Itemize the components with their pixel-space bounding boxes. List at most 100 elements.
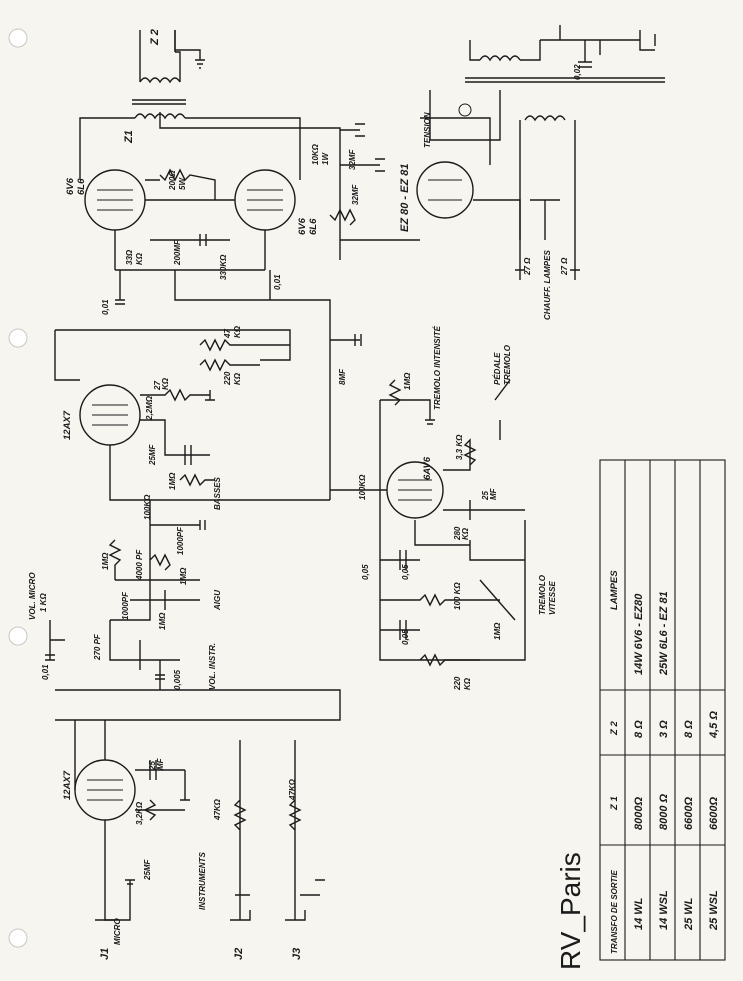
resistor-47k-j2-label: 47KΩ [213, 798, 222, 821]
table-cell: 8 Ω [683, 720, 695, 738]
cap-25mf-cath-label: 25 [148, 761, 157, 771]
resistor-280k-label: 280 [453, 526, 462, 541]
table-row: 25 WSL 6600Ω 4,5 Ω [708, 711, 720, 931]
cap-005-b-label: 0,05 [401, 564, 410, 580]
pot-1m-basses-value: 1MΩ [168, 472, 177, 490]
tube-pre-mid-label: 12AX7 [62, 410, 73, 440]
aigu-label: AIGU [213, 590, 222, 611]
tremolo-vitesse-label-2: VITESSE [548, 581, 557, 615]
binder-hole-lower [8, 626, 28, 646]
rectifier-tube-label: EZ 80 - EZ 81 [399, 164, 411, 232]
resistor-220k-osc-unit: KΩ [463, 677, 472, 690]
cap-1000pf-a-label: 1000PF [176, 526, 185, 555]
pot-1m-aigu-value: 1MΩ [179, 567, 188, 585]
cap-25mf-label: 25MF [148, 443, 157, 466]
pot-vitesse-value: 1MΩ [493, 622, 502, 640]
cap-25mf-bottom-label: 25MF [143, 858, 152, 881]
table-row: 14 WL 8000Ω 8 Ω 14W 6V6 - EZ80 [633, 593, 645, 930]
table-cell: 14W 6V6 - EZ80 [633, 593, 645, 675]
resistor-220k-osc-label: 220 [453, 676, 462, 691]
resistor-100k-osc-label: 100 KΩ [453, 582, 462, 610]
input-stage [45, 620, 341, 921]
resistor-1m-tone-label: 1MΩ [101, 552, 110, 570]
mains-transformer [465, 25, 665, 280]
table-cell: 25W 6L6 - EZ 81 [658, 591, 670, 676]
rectifier-section [416, 90, 521, 240]
table-cell: 4,5 Ω [708, 711, 720, 739]
resistor-27k-label: 27 [153, 381, 162, 391]
vol-micro-value: 1 KΩ [39, 593, 48, 612]
cap-coupling-label: 0,01 [41, 664, 50, 680]
table-cell: 8 Ω [633, 720, 645, 738]
tube-tremolo-label: 6AV6 [422, 456, 433, 480]
resistor-27k-unit: KΩ [161, 377, 170, 390]
driver-stage [54, 270, 362, 501]
resistor-47k-label: 47 [223, 329, 232, 339]
binder-hole-mid [8, 328, 28, 348]
table-cell: 8000Ω [633, 797, 645, 830]
table-cell: 8000 Ω [658, 793, 670, 830]
resistor-100k-trem-label: 100KΩ [358, 474, 367, 500]
tube-out-right-type1: 6V6 [297, 217, 308, 235]
pot-trem-value: 1MΩ [403, 372, 412, 390]
jack-j3-label: J3 [291, 948, 303, 960]
resistor-280k-unit: KΩ [461, 527, 470, 540]
tube-pre-bottom-label: 12AX7 [62, 770, 73, 800]
pedale-label: PÉDALE [493, 352, 502, 385]
tube-out-left-type1: 6V6 [65, 177, 76, 195]
cap-25mf-cath-unit: MF [156, 757, 165, 770]
cap-005-c-label: 0,05 [401, 629, 410, 645]
resistor-10k-watt: 1W [321, 152, 330, 165]
table-row: 14 WSL 8000 Ω 3 Ω 25W 6L6 - EZ 81 [658, 591, 670, 930]
tremolo-intensite-label: TREMOLO INTENSITÉ [433, 325, 442, 410]
resistor-10k-label: 10KΩ [311, 143, 320, 165]
z2-label: Z 2 [149, 29, 161, 46]
pot-1m-instr-value: 1MΩ [158, 612, 167, 630]
resistor-330k-label: 330KΩ [219, 254, 228, 280]
output-transformer-z2 [132, 30, 205, 105]
table-cell: 14 WSL [658, 890, 670, 930]
table-header-z1: Z 1 [609, 796, 620, 811]
resistor-22m-label: 2,2MΩ [145, 395, 154, 421]
cap-1000pf-c-label: 1000PF [121, 591, 130, 620]
cap-001-right-label: 0,01 [273, 274, 282, 290]
table-cell: 25 WL [683, 897, 695, 931]
tube-out-right-type2: 6L6 [308, 218, 319, 235]
table-header-z2: Z 2 [609, 721, 620, 736]
table-row: 25 WL 6600Ω 8 Ω [683, 720, 695, 931]
chauff-lampes-label: CHAUFF. LAMPES [543, 250, 552, 320]
cap-8mf-label: 8MF [338, 368, 347, 385]
table-header-lampes: LAMPES [609, 570, 620, 610]
jack-j2-label: J2 [233, 948, 245, 960]
cap-25mf-trem-unit: MF [489, 487, 498, 500]
table-cell: 6600Ω [683, 797, 695, 830]
vol-instr-label: VOL. INSTR. [208, 643, 217, 690]
resistor-200-watt: 5W [178, 177, 187, 190]
tremolo-pedal-label: TREMOLO [503, 344, 512, 385]
cap-25mf-trem-label: 25 [481, 491, 490, 501]
schematic-title: RV_Paris [555, 852, 586, 970]
tension-label: TENSION [423, 112, 432, 148]
cap-270pf-label: 270 PF [93, 633, 102, 661]
resistor-27-b-label: 27 Ω [560, 257, 569, 276]
resistor-47k-unit: KΩ [233, 325, 242, 338]
cap-4000pf-label: 4000 PF [135, 549, 144, 581]
table-cell: 6600Ω [708, 797, 720, 830]
basses-label: BASSES [213, 476, 222, 510]
tremolo-stage [330, 379, 526, 667]
resistor-33-unit: KΩ [135, 252, 144, 265]
z1-label: Z1 [123, 130, 135, 144]
cap-001-left-label: 0,01 [101, 299, 110, 315]
vol-micro-label: VOL. MICRO [28, 572, 37, 620]
tremolo-vitesse-label-1: TREMOLO [538, 574, 547, 615]
instruments-label: INSTRUMENTS [198, 852, 207, 910]
binder-hole-top [8, 28, 28, 48]
resistor-32k-label: 3,2KΩ [135, 801, 144, 825]
table-cell: 3 Ω [658, 720, 670, 738]
tube-out-left-type2: 6L6 [76, 178, 87, 195]
output-tubes [84, 168, 296, 271]
tone-stack [108, 473, 215, 690]
